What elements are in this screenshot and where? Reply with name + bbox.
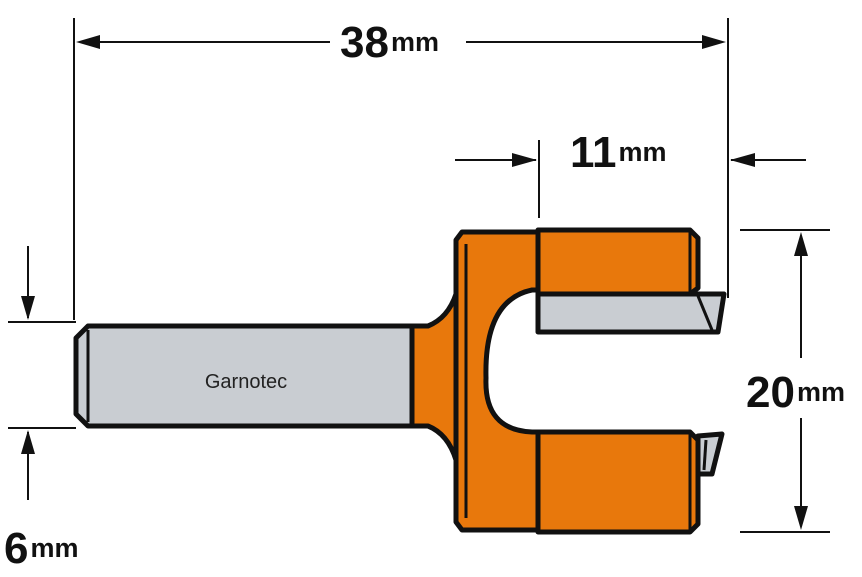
lower-wing [535, 429, 701, 535]
lower-blade-body [695, 431, 725, 477]
overall-length-dimension: 38mm [73, 18, 729, 320]
brand-label: Garnotec [205, 371, 287, 393]
upper-blade [535, 291, 727, 335]
cutter-diameter-dimension: 20mm [740, 229, 845, 533]
overall-length-right-arrow [702, 35, 726, 49]
shank-diameter-label: 6mm [4, 524, 79, 573]
overall-length-left-arrow [76, 35, 100, 49]
cutter-length-dimension: 11mm [455, 128, 806, 218]
shank-diameter-dimension: 6mm [4, 246, 79, 573]
cutter-length-left-arrow [512, 153, 537, 167]
shank-diameter-bottom-arrow [21, 430, 35, 454]
cutter-body [453, 227, 701, 535]
cutter-diameter-label: 20mm [746, 368, 845, 417]
lower-blade-bevel-line [702, 439, 708, 471]
upper-wing [535, 227, 701, 297]
cutter-length-right-arrow [730, 153, 755, 167]
cutter-hub [453, 229, 543, 533]
shank: Garnotec [73, 323, 417, 429]
cutter-diameter-bottom-arrow [794, 506, 808, 530]
cutter-length-label: 11mm [570, 128, 667, 177]
overall-length-label: 38mm [340, 18, 439, 67]
neck [409, 291, 459, 463]
cutter-diameter-top-arrow [794, 232, 808, 256]
upper-blade-body [535, 291, 727, 335]
upper-blade-bevel-line [696, 295, 714, 331]
lower-blade [695, 431, 725, 477]
shank-diameter-top-arrow [21, 296, 35, 320]
neck-body [409, 291, 459, 463]
